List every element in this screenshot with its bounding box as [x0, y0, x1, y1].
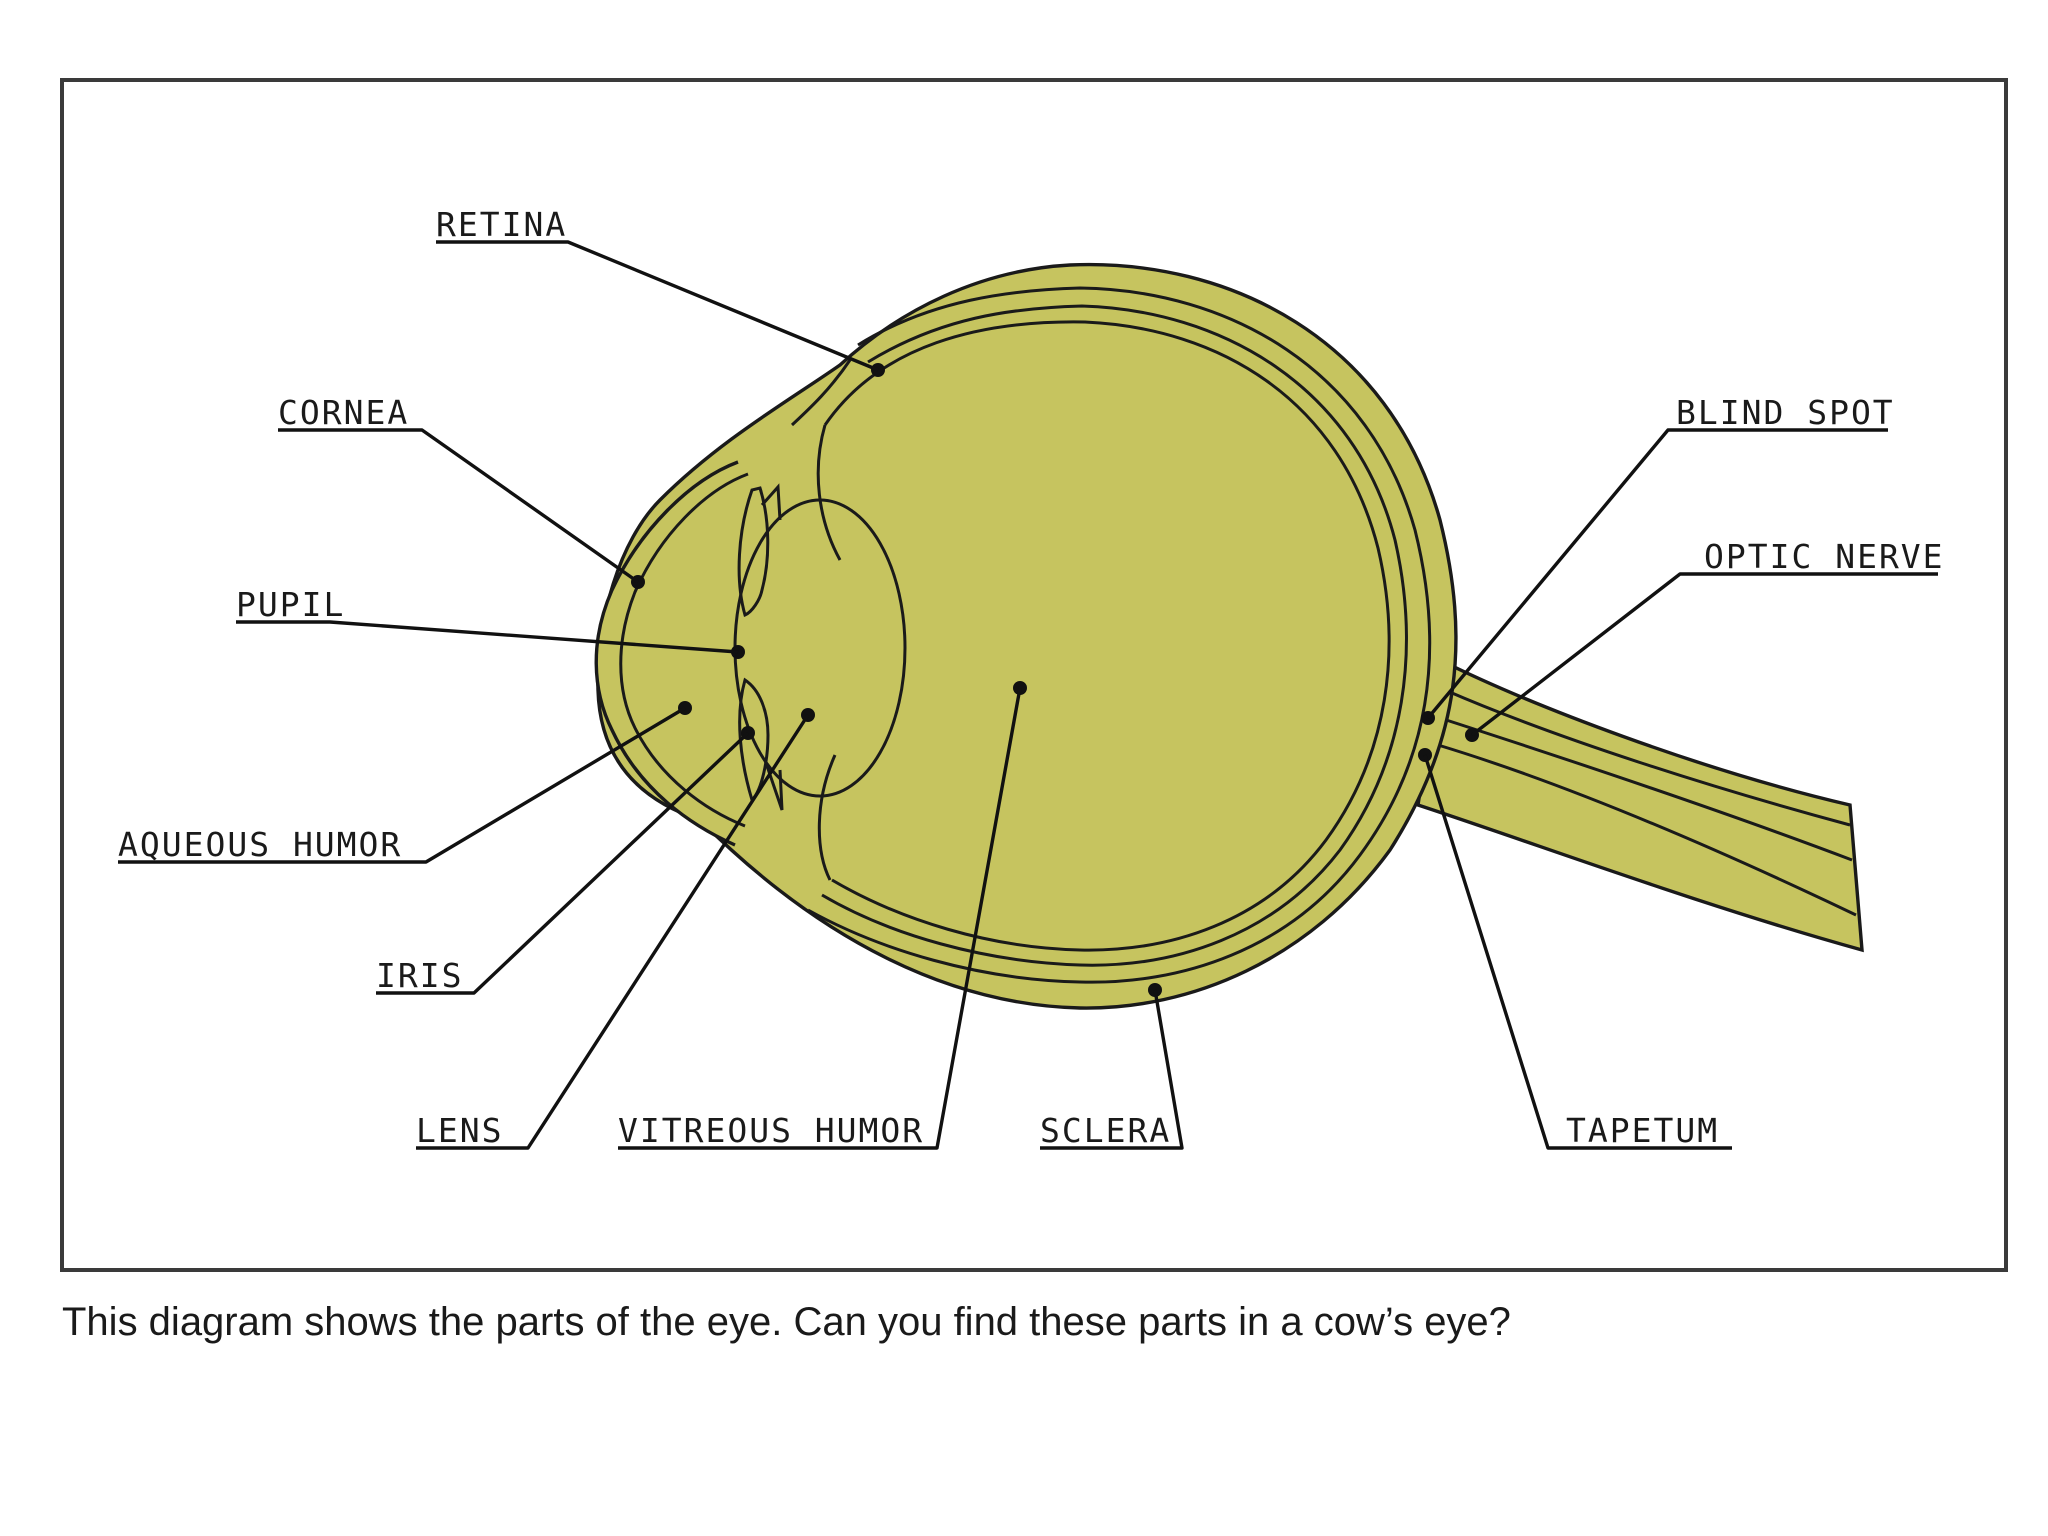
label-tapetum: TAPETUM [1566, 1111, 1719, 1150]
iris-upper [737, 486, 770, 618]
label-optic-nerve: OPTIC NERVE [1704, 537, 1945, 576]
cornea-inner-line [619, 472, 749, 828]
retina-line [821, 304, 1408, 967]
tapetum-leader [1423, 754, 1732, 1150]
label-vitreous-humor: VITREOUS HUMOR [618, 1111, 924, 1150]
iris-lower [738, 677, 770, 803]
label-pupil: PUPIL [236, 585, 345, 624]
sclera-leader [1040, 989, 1184, 1150]
leader-lines [118, 240, 1938, 1150]
label-lens: LENS [416, 1111, 503, 1150]
cornea-shape [594, 460, 739, 847]
lens-leader [416, 714, 810, 1150]
part-labels: RETINA CORNEA PUPIL AQUEOUS HUMOR IRIS L… [118, 205, 1945, 1150]
blind-spot-leader [1426, 428, 1888, 720]
choroid-line [807, 286, 1432, 984]
iris-leader [376, 731, 750, 995]
label-iris: IRIS [376, 956, 463, 995]
label-sclera: SCLERA [1040, 1111, 1171, 1150]
figure-caption: This diagram shows the parts of the eye.… [62, 1300, 1511, 1344]
label-aqueous-humor: AQUEOUS HUMOR [118, 825, 402, 864]
aqueous-humor-leader [118, 706, 686, 864]
vitreous-humor-leader [618, 687, 1022, 1150]
label-blind-spot: BLIND SPOT [1676, 393, 1895, 432]
optic-nerve-shape [1416, 657, 1864, 953]
retina-inner-line [823, 320, 1391, 952]
label-cornea: CORNEA [278, 393, 409, 432]
cornea-leader [278, 428, 639, 584]
optic-nerve-leader [1470, 572, 1938, 737]
retina-leader [436, 240, 879, 372]
pupil-leader [236, 620, 739, 654]
label-retina: RETINA [436, 205, 567, 244]
